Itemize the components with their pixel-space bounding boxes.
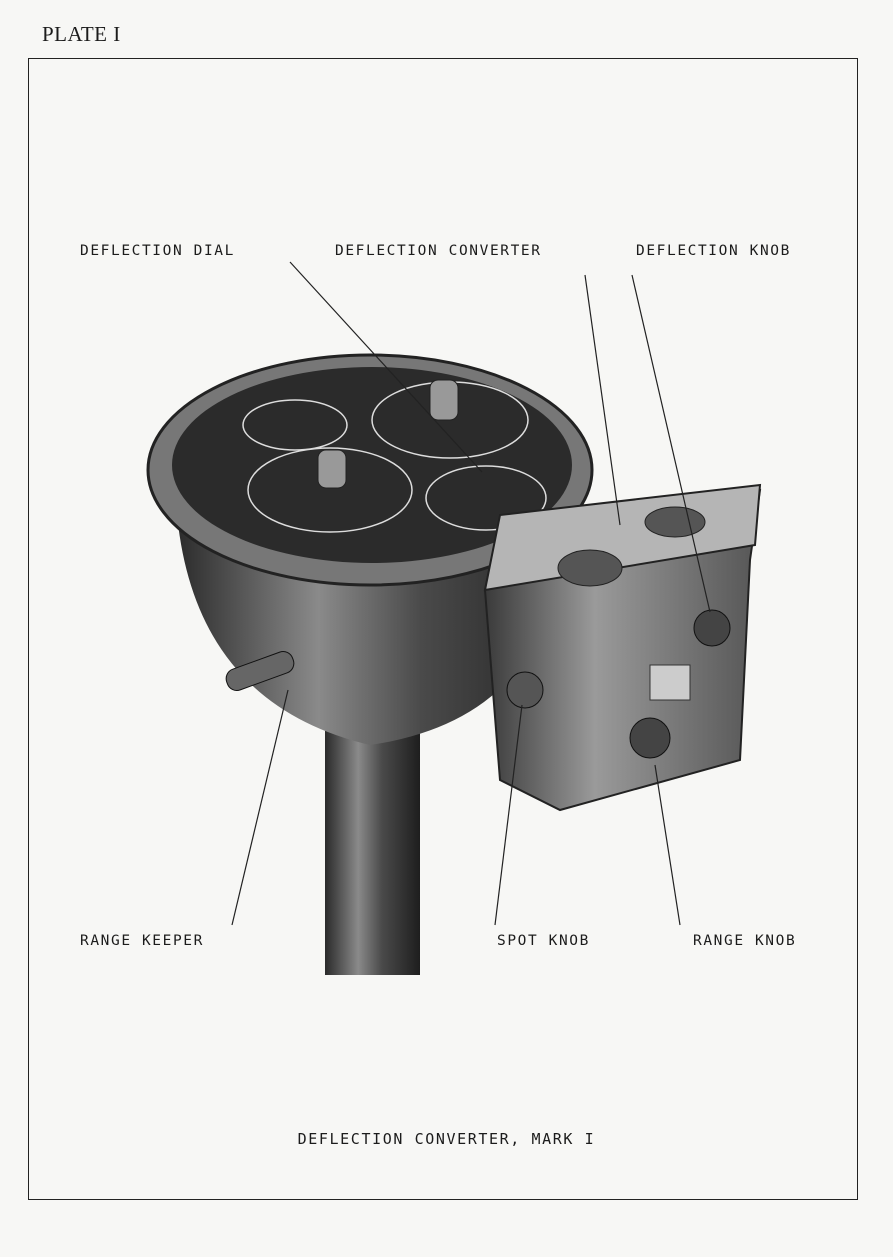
leader-deflection-knob (631, 274, 711, 613)
deflection-dial (425, 465, 547, 531)
leader-range-knob (654, 764, 681, 926)
range-keeper-crank (225, 651, 295, 691)
leader-range-keeper (231, 689, 289, 926)
dial-knob-1 (317, 449, 347, 489)
leader-deflection-dial (289, 261, 483, 473)
spot-knob (506, 671, 544, 709)
range-knob (629, 717, 671, 759)
name-plate (649, 664, 691, 701)
leader-deflection-converter (584, 274, 621, 526)
label-range-keeper: RANGE KEEPER (80, 933, 204, 949)
label-deflection-knob: DEFLECTION KNOB (636, 243, 791, 259)
converter-window-1 (557, 549, 623, 587)
label-range-knob: RANGE KNOB (693, 933, 797, 949)
deflection-knob (693, 609, 731, 647)
dial-left-top (242, 399, 348, 451)
dial-face (172, 367, 572, 563)
label-spot-knob: SPOT KNOB (497, 933, 590, 949)
plate-caption: DEFLECTION CONVERTER, MARK I (297, 1130, 596, 1148)
dial-knob-2 (429, 379, 459, 421)
dial-left-bottom (247, 447, 413, 533)
label-deflection-converter: DEFLECTION CONVERTER (335, 243, 542, 259)
plate-number: PLATE I (42, 22, 121, 46)
pedestal (325, 730, 420, 975)
plate-frame (28, 58, 858, 1200)
leader-spot-knob (494, 704, 523, 926)
label-deflection-dial: DEFLECTION DIAL (80, 243, 235, 259)
converter-window-2 (644, 506, 706, 538)
